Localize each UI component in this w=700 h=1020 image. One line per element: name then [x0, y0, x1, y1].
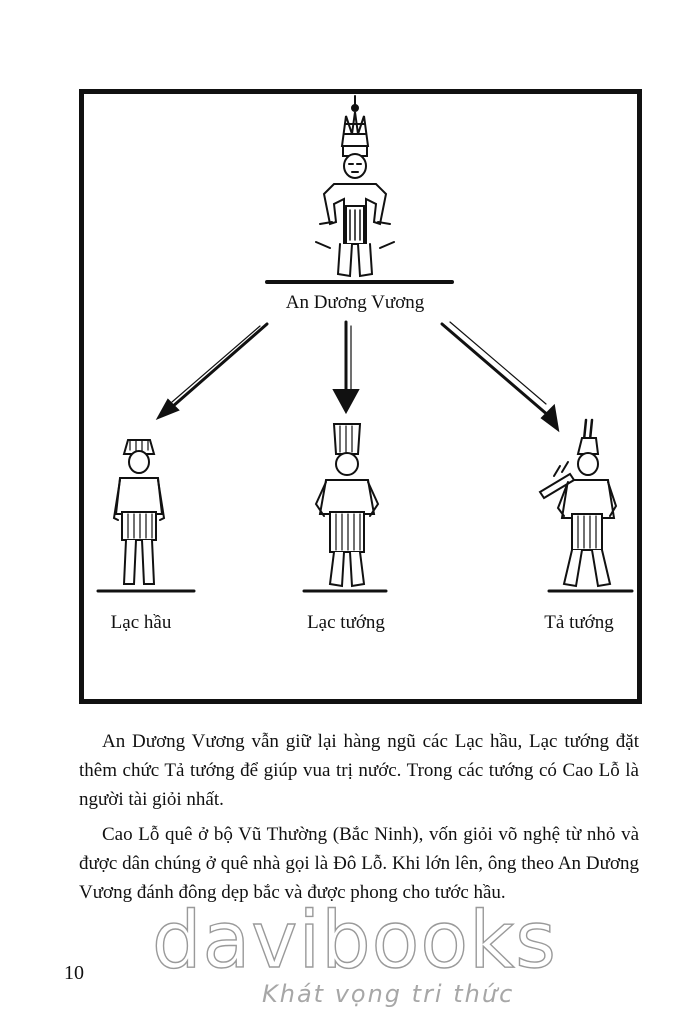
ta-tuong-figure	[538, 418, 634, 593]
paragraph-1: An Dương Vương vẫn giữ lại hàng ngũ các …	[79, 731, 639, 810]
rank-label-ta-tuong: Tả tướng	[544, 612, 614, 633]
rank-label-lac-hau: Lạc hầu	[110, 612, 172, 633]
arrow-to-lac-hau	[155, 322, 269, 420]
arrow-to-ta-tuong	[440, 321, 560, 433]
paragraph-2: Cao Lỗ quê ở bộ Vũ Thường (Bắc Ninh), vố…	[79, 824, 639, 903]
hierarchy-diagram	[96, 95, 634, 593]
watermark-brand: davibooks	[151, 895, 557, 986]
page-number: 10	[64, 962, 84, 984]
rank-label-lac-tuong: Lạc tướng	[307, 612, 385, 633]
watermark-tagline: Khát vọng tri thức	[262, 980, 515, 1008]
king-label: An Dương Vương	[285, 292, 425, 313]
lac-hau-figure	[96, 439, 196, 593]
arrow-to-lac-tuong	[332, 320, 360, 415]
illustration-frame: An Dương Vương Lạc hầu Lạc tướng Tả tướn…	[79, 89, 642, 704]
lac-tuong-figure	[302, 423, 388, 593]
king-figure	[265, 95, 454, 284]
